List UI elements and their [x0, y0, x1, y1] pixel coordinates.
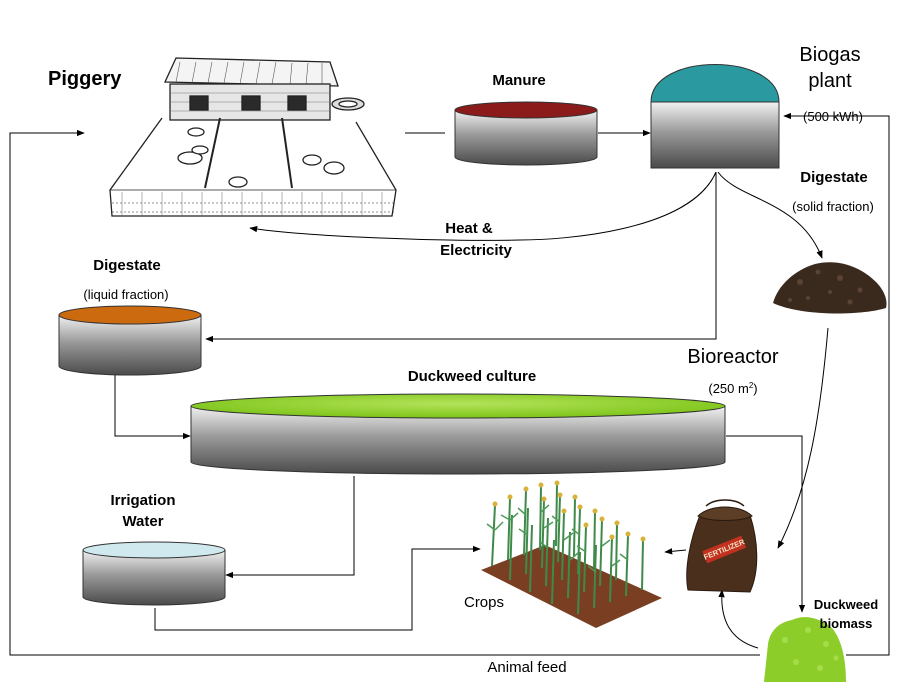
- duckweed-bioreactor: [190, 393, 726, 475]
- label-irrigation-line1: Irrigation: [110, 492, 175, 509]
- label-duckweed-biomass-line1: Duckweed: [814, 597, 878, 612]
- arrow-bioreactor-to-biomass: [726, 435, 806, 613]
- label-manure: Manure: [492, 72, 545, 89]
- label-digestate-solid-sub: (solid fraction): [792, 199, 874, 214]
- label-digestate-solid: Digestate: [800, 169, 868, 186]
- arrow-bioreactor-to-irrigation: [225, 476, 355, 579]
- label-crops: Crops: [464, 594, 504, 611]
- label-animal-feed: Animal feed: [487, 659, 566, 676]
- arrow-irrigation-to-crops: [154, 545, 481, 631]
- label-biogas-line2: plant: [808, 70, 852, 92]
- label-heat-line2: Electricity: [440, 242, 512, 259]
- label-duckweed-biomass-line2: biomass: [820, 616, 873, 631]
- connectors: [9, 112, 890, 656]
- compost-pile-icon: [773, 262, 887, 314]
- arrow-fertilizer-to-crops: [664, 548, 687, 555]
- crop-field-icon: [481, 480, 662, 628]
- arrow-biomass-to-fertilizer: [718, 589, 759, 649]
- label-bioreactor-area: (250 m2): [708, 381, 757, 396]
- label-digestate-liquid: Digestate: [93, 257, 161, 274]
- label-biogas-line1: Biogas: [799, 44, 860, 66]
- label-digestate-liquid-sub: (liquid fraction): [83, 287, 168, 302]
- labels: Piggery Manure Biogas plant (500 kWh) Di…: [48, 44, 878, 676]
- arrow-biomass-to-biogas: [783, 112, 890, 656]
- label-irrigation-line2: Water: [122, 513, 163, 530]
- label-heat-line1: Heat &: [445, 220, 493, 237]
- duckweed-biomass-icon: [764, 617, 846, 682]
- arrow-animal-feed-to-piggery: [9, 129, 760, 656]
- label-bioreactor: Bioreactor: [687, 346, 778, 368]
- arrow-heat-electricity: [249, 171, 717, 241]
- piggery-sketch-icon: [109, 57, 397, 217]
- manure-tank: [454, 101, 598, 166]
- arrow-to-liquid-digestate: [205, 172, 717, 343]
- arrow-to-solid-digestate: [717, 171, 823, 259]
- label-piggery: Piggery: [48, 68, 122, 90]
- arrow-liquid-to-bioreactor: [114, 372, 191, 440]
- arrow-compost-to-fertilizer: [777, 327, 829, 549]
- irrigation-water-tank: [82, 541, 226, 606]
- label-duckweed-culture: Duckweed culture: [408, 368, 536, 385]
- biogas-plant: [650, 64, 780, 169]
- liquid-digestate-tank: [58, 305, 202, 376]
- fertilizer-sack-icon: FERTILIZER: [686, 499, 758, 593]
- label-biogas-capacity: (500 kWh): [803, 109, 863, 124]
